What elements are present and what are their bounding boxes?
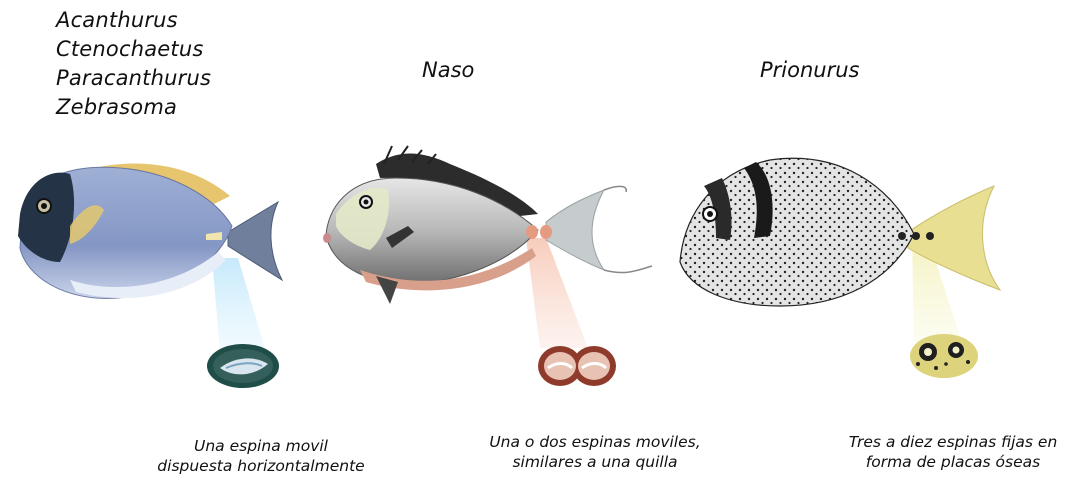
spine-closeup-lens — [207, 344, 279, 388]
naso-fish-illustration — [323, 146, 652, 386]
caudal-plates — [898, 232, 934, 240]
tail-fin — [546, 190, 604, 270]
spine-closeup-lens — [538, 346, 616, 386]
prionurus-fish-illustration — [680, 158, 1000, 378]
spine-closeup-lens — [910, 334, 978, 378]
acanthurus-fish-illustration — [18, 164, 282, 388]
magnification-beam — [212, 258, 266, 352]
tail-filament-lower — [604, 266, 652, 273]
mouth — [323, 233, 331, 243]
tail-filament-upper — [604, 186, 626, 192]
fish-body — [680, 158, 914, 306]
caudal-keel-plates — [526, 225, 552, 239]
